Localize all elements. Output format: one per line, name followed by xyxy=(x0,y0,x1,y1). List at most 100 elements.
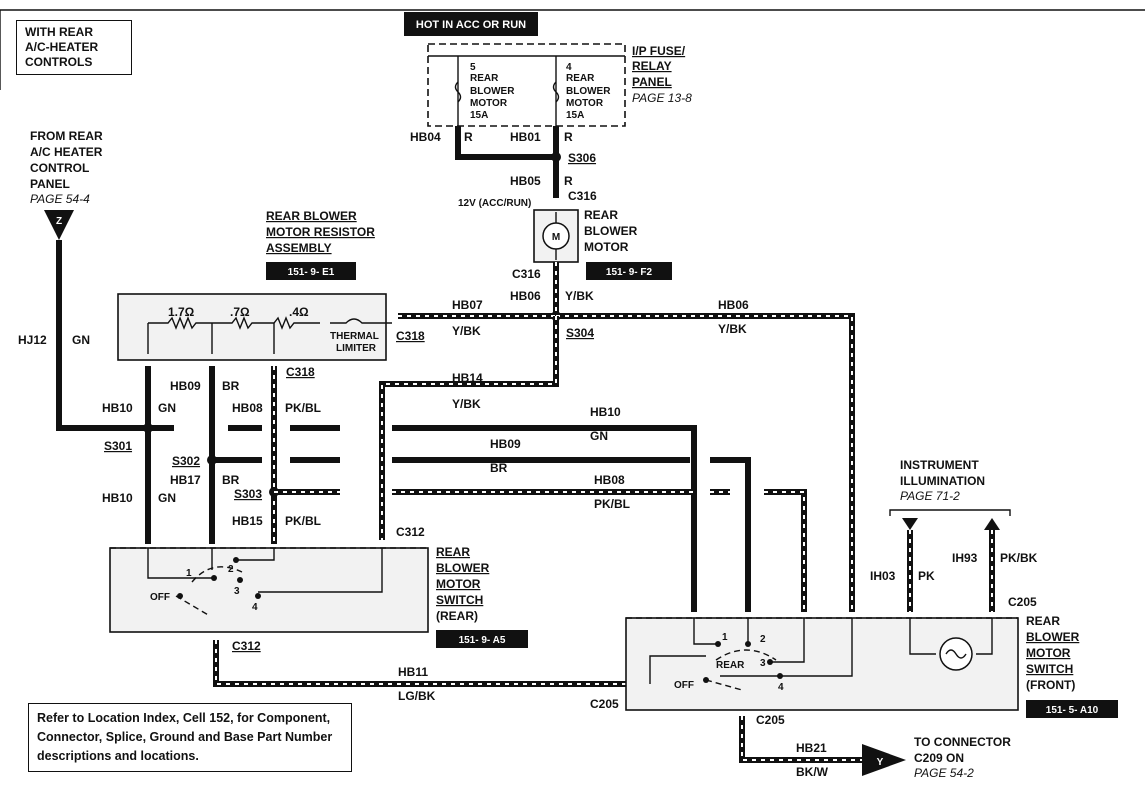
wire-hb10-horiz xyxy=(148,425,697,612)
front-pos-3: 3 xyxy=(760,658,766,669)
label-s301: S301 xyxy=(104,439,132,453)
fuse-4-icon xyxy=(552,81,560,103)
resistor-taps xyxy=(147,323,275,354)
label-hb04-color: R xyxy=(464,130,473,144)
rear-switch-rotor xyxy=(175,566,243,617)
label-hb09-top: HB09 xyxy=(170,379,201,393)
svg-text:MOTOR: MOTOR xyxy=(436,577,481,591)
fuse-left-text: 5 REAR BLOWER MOTOR 15A xyxy=(470,62,515,121)
label-hb11: HB11 xyxy=(398,665,428,679)
label-ih03-color: PK xyxy=(918,569,935,583)
label-hb21-color: BK/W xyxy=(796,765,829,779)
label-ih93: IH93 xyxy=(952,551,978,565)
label-hb09-top-color: BR xyxy=(222,379,240,393)
label-hb09-right-color: BR xyxy=(490,461,508,475)
wire-hb06-front-stripe xyxy=(556,315,853,612)
svg-text:RELAY: RELAY xyxy=(632,59,672,73)
resistor-0-7: .7Ω xyxy=(230,305,250,319)
label-hb04: HB04 xyxy=(410,130,441,144)
lamp-filament xyxy=(945,649,967,659)
rear-switch-contact-1 xyxy=(211,575,217,581)
svg-text:MOTOR: MOTOR xyxy=(470,98,508,109)
resistor-0-4: .4Ω xyxy=(289,305,309,319)
label-hb14-color: Y/BK xyxy=(452,397,481,411)
wire-hb06-front xyxy=(556,313,855,612)
label-hb06: HB06 xyxy=(510,289,541,303)
svg-text:BLOWER: BLOWER xyxy=(1026,630,1080,644)
label-c312-bottom: C312 xyxy=(232,639,261,653)
front-switch-title: REAR BLOWER MOTOR SWITCH (FRONT) xyxy=(1026,614,1080,692)
svg-text:PANEL: PANEL xyxy=(30,177,70,191)
label-hb07-color: Y/BK xyxy=(452,324,481,338)
resistor-assembly-box xyxy=(117,293,387,361)
wire-hb09-horiz xyxy=(212,457,751,612)
label-ih03: IH03 xyxy=(870,569,896,583)
label-hb08-left: HB08 xyxy=(232,401,263,415)
label-hb10-bottom: HB10 xyxy=(102,491,133,505)
label-hb10-right: HB10 xyxy=(590,405,621,419)
svg-text:(REAR): (REAR) xyxy=(436,609,478,623)
arrow-out-icon xyxy=(984,518,1000,530)
label-hb15-color: PK/BL xyxy=(285,514,321,528)
svg-text:PAGE 54-2: PAGE 54-2 xyxy=(914,766,974,780)
label-hb06-right: HB06 xyxy=(718,298,749,312)
fuse-panel-title: I/P FUSE/ RELAY PANEL PAGE 13-8 xyxy=(632,44,692,105)
label-hb06-color: Y/BK xyxy=(565,289,594,303)
label-c312-top: C312 xyxy=(396,525,425,539)
svg-text:PAGE 71-2: PAGE 71-2 xyxy=(900,489,960,503)
label-hb06-right-color: Y/BK xyxy=(718,322,747,336)
label-s306: S306 xyxy=(568,151,596,165)
label-hb08-right: HB08 xyxy=(594,473,625,487)
rear-pos-3: 3 xyxy=(234,586,240,597)
label-voltage: 12V (ACC/RUN) xyxy=(458,198,531,209)
svg-text:C209 ON: C209 ON xyxy=(914,751,964,765)
label-s304: S304 xyxy=(566,326,594,340)
label-hb01: HB01 xyxy=(510,130,541,144)
label-hb15: HB15 xyxy=(232,514,263,528)
label-hb09-right: HB09 xyxy=(490,437,521,451)
from-rear-control-text: FROM REAR A/C HEATER CONTROL PANEL PAGE … xyxy=(30,129,103,206)
front-switch-leads xyxy=(649,618,993,684)
front-contact-1 xyxy=(715,641,721,647)
front-contact-2 xyxy=(745,641,751,647)
motor-symbol: M xyxy=(552,232,560,243)
svg-text:MOTOR RESISTOR: MOTOR RESISTOR xyxy=(266,225,375,239)
label-hb10-top-color: GN xyxy=(158,401,176,415)
svg-text:MOTOR: MOTOR xyxy=(566,98,604,109)
wire-hb11-stripe xyxy=(215,640,626,685)
svg-text:REAR: REAR xyxy=(436,545,470,559)
fuse-5-icon xyxy=(454,81,462,103)
svg-text:PAGE 54-4: PAGE 54-4 xyxy=(30,192,90,206)
svg-text:REAR: REAR xyxy=(584,208,618,222)
rear-pos-1: 1 xyxy=(186,568,192,579)
svg-text:BLOWER: BLOWER xyxy=(470,86,515,97)
label-hj12: HJ12 xyxy=(18,333,47,347)
fuse-panel-box xyxy=(427,43,626,127)
resistor-chain xyxy=(148,316,392,330)
svg-text:CONTROL: CONTROL xyxy=(30,161,89,175)
hot-label: HOT IN ACC OR RUN xyxy=(416,19,526,31)
rear-pos-2: 2 xyxy=(228,564,234,575)
thermal-limiter-label-2: LIMITER xyxy=(336,343,377,354)
wire-hb14-stripe xyxy=(381,316,557,540)
svg-text:SWITCH: SWITCH xyxy=(436,593,483,607)
label-ih93-color: PK/BK xyxy=(1000,551,1038,565)
label-c205-bottom: C205 xyxy=(756,713,785,727)
blower-motor-code: 151- 9- F2 xyxy=(606,267,653,278)
label-hb17: HB17 xyxy=(170,473,201,487)
front-contact-off xyxy=(703,677,709,683)
label-hb14: HB14 xyxy=(452,371,483,385)
resistor-assembly-title: REAR BLOWER MOTOR RESISTOR ASSEMBLY xyxy=(266,209,375,255)
arrow-y-letter: Y xyxy=(877,757,884,768)
label-hb10-bottom-color: GN xyxy=(158,491,176,505)
front-contact-4 xyxy=(777,673,783,679)
svg-text:REAR: REAR xyxy=(566,73,595,84)
svg-text:5: 5 xyxy=(470,62,476,73)
label-hb11-color: LG/BK xyxy=(398,689,436,703)
label-s303: S303 xyxy=(234,487,262,501)
svg-text:TO CONNECTOR: TO CONNECTOR xyxy=(914,735,1011,749)
illum-bracket xyxy=(889,509,1011,516)
label-hb05-color: R xyxy=(564,174,573,188)
resistor-code-box xyxy=(266,262,356,280)
